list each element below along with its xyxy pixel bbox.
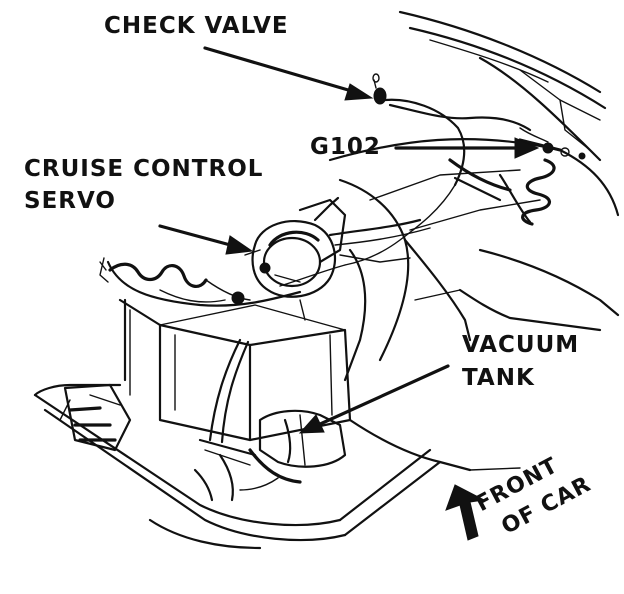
vacuum-tank-label-line1: VACUUM <box>462 332 579 358</box>
g102-label: G102 <box>310 134 381 160</box>
cruise-control-label-line2: SERVO <box>24 188 116 214</box>
front-bumper <box>33 383 442 550</box>
grille-detail <box>193 468 279 502</box>
cruise-servo-part <box>244 196 347 321</box>
cruise-control-label-line1: CRUISE CONTROL <box>24 156 263 182</box>
vacuum-tank-label-line2: TANK <box>462 365 535 391</box>
check-valve-arrowhead <box>344 83 374 101</box>
hood-hinge <box>448 158 512 202</box>
leader-arrows <box>158 46 540 541</box>
vacuum-tank-part <box>198 409 347 502</box>
vacuum-tank-arrowhead <box>298 414 325 434</box>
fender-outline <box>328 138 620 472</box>
left-harness <box>99 257 302 307</box>
headlamp <box>63 383 132 452</box>
cruise-servo-arrowhead <box>225 235 254 255</box>
radiator-support <box>118 298 352 444</box>
check-valve-arrow <box>203 46 357 94</box>
front-of-car-arrow-icon <box>445 484 486 541</box>
g102-arrowhead <box>514 137 540 159</box>
check-valve-label: CHECK VALVE <box>104 13 289 39</box>
vacuum-tank-arrow <box>316 364 450 427</box>
vacuum-hose <box>279 98 532 287</box>
ground-g102-part <box>518 127 586 160</box>
coiled-harness <box>498 158 556 226</box>
windshield-cowl <box>398 10 607 162</box>
check-valve-part <box>372 73 387 105</box>
front-of-car-label-group: FRONT OF CAR <box>472 453 595 540</box>
cruise-servo-arrow <box>158 224 236 248</box>
throttle-linkage <box>328 218 431 263</box>
